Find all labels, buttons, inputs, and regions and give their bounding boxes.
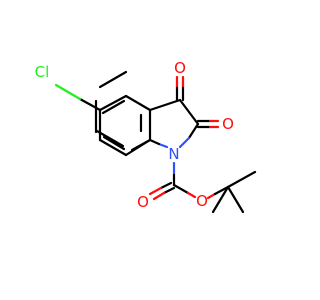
- ester-oxygen-label: O: [196, 192, 208, 210]
- bond-cq-me3: [211, 185, 230, 214]
- bond-c5-cl-green: [54, 83, 82, 101]
- bond-c-o-carbonyl-1-red: [148, 186, 163, 196]
- bond-c-o-ester-black: [172, 183, 190, 195]
- bond-n-c7a-black: [148, 138, 161, 146]
- bond-o-cq-red: [206, 192, 217, 200]
- bond-c3-c2: [178, 98, 200, 126]
- amide-oxygen-label: O: [222, 115, 234, 133]
- carbamate-carbonyl-oxygen-label: O: [137, 193, 149, 211]
- bond-c5-cl-black: [78, 97, 102, 112]
- ketone-oxygen-label: O: [174, 59, 186, 77]
- bond-c6-c7: [95, 129, 125, 148]
- bond-o-cq-black: [213, 185, 230, 196]
- bond-cq-me2: [226, 185, 245, 214]
- bond-n-c7a-blue: [157, 142, 169, 149]
- bond-c-o-carbonyl-2-black: [162, 186, 176, 195]
- bond-c4-c5: [98, 70, 128, 89]
- chlorine-label: Cl: [35, 63, 50, 81]
- bond-c-o-carbonyl-1-black: [159, 181, 173, 190]
- bond-c6-c7-outer: [98, 138, 128, 157]
- nitrogen-label: N: [168, 145, 179, 163]
- bond-c2-n-blue: [178, 136, 191, 149]
- bond-c4-c5-inner: [101, 99, 126, 115]
- bond-cq-me1: [226, 170, 257, 189]
- molecule-structure: Cl O O N O O: [35, 59, 257, 214]
- bond-c3a-c4: [124, 94, 152, 112]
- bond-c7-c7a-outer: [124, 138, 152, 157]
- atom-labels: Cl O O N O O: [35, 59, 234, 211]
- bond-c-o-ester-red: [186, 191, 197, 199]
- bond-c3a-c3: [148, 98, 182, 112]
- bond-c2-n-black: [187, 122, 200, 140]
- bonds: [54, 70, 257, 214]
- bond-c-o-carbonyl-2-red: [152, 191, 166, 201]
- bond-c6-c7-inner: [102, 135, 126, 151]
- bond-c4-c5-outer: [98, 94, 128, 112]
